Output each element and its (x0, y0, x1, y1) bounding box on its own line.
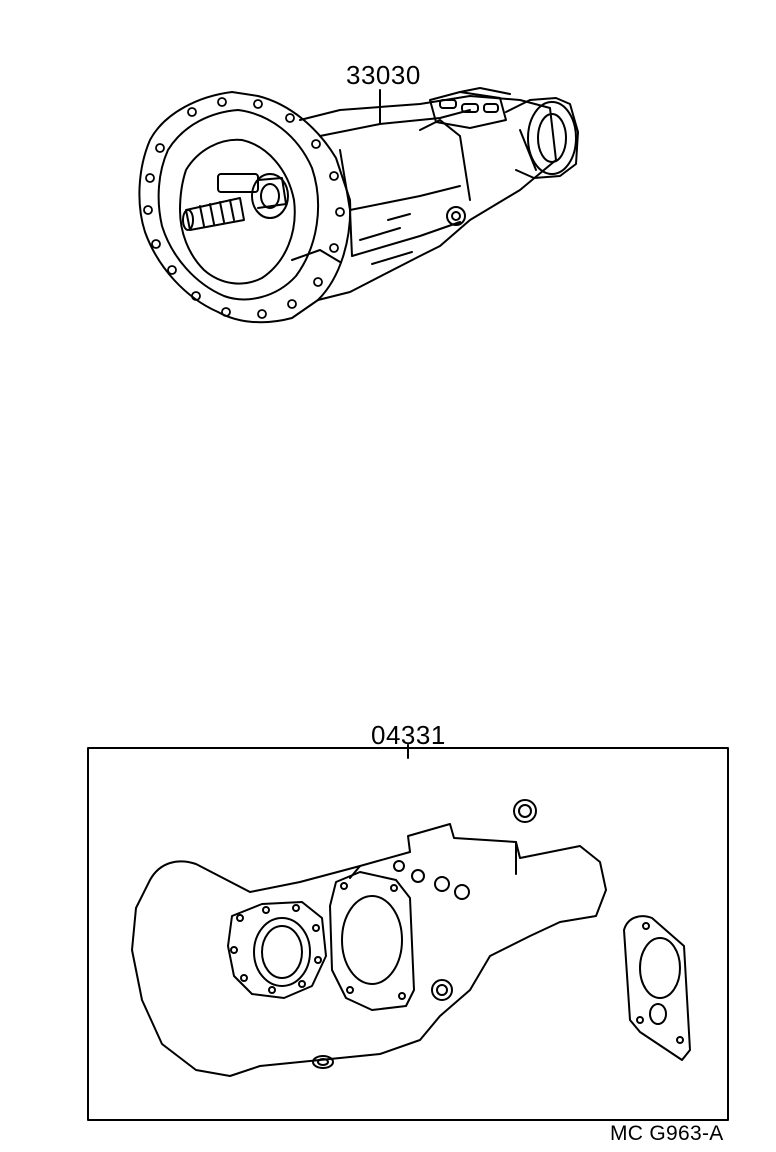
flange-bolt-holes (143, 97, 345, 319)
tail-housing (505, 97, 579, 179)
part-number-33030: 33030 (346, 60, 421, 90)
oil-seal-top (513, 799, 537, 823)
o-rings (393, 860, 470, 900)
oil-seal-middle (431, 979, 453, 1001)
extension-housing-gasket (623, 915, 691, 1061)
figure-code: MC G963-A (610, 1122, 724, 1145)
oil-seal-bottom (312, 1055, 334, 1069)
part-number-04331: 04331 (371, 720, 446, 750)
kit-frame (87, 747, 729, 1121)
case-gasket (131, 823, 607, 1077)
bearing-retainer-gasket (227, 901, 327, 999)
gasket-kit-icon (87, 744, 729, 1121)
transmission-assembly-icon (138, 87, 579, 324)
adapter-gasket (329, 871, 415, 1011)
input-shaft (182, 173, 289, 231)
fill-plug (446, 206, 466, 226)
shift-tower (429, 87, 511, 129)
